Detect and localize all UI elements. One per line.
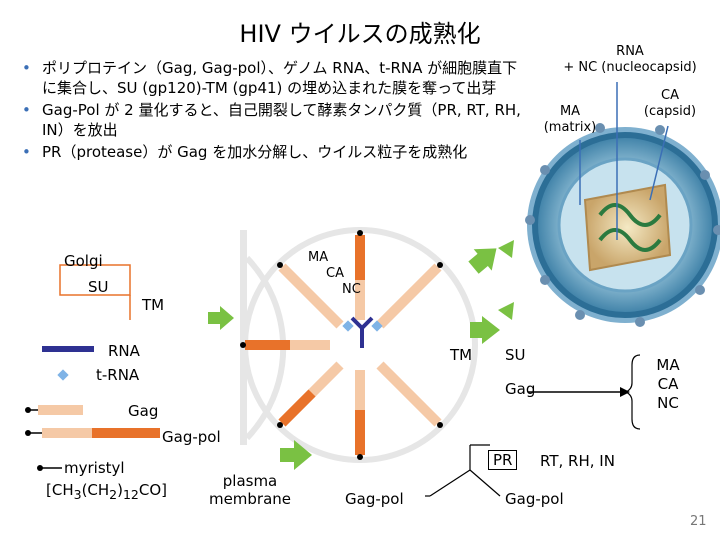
hiv-virion-illustration bbox=[525, 123, 720, 327]
myristyl-legend bbox=[37, 465, 62, 471]
particle-trna bbox=[342, 320, 354, 332]
golgi-label: Golgi bbox=[64, 252, 103, 270]
formula-part: [CH bbox=[46, 481, 74, 499]
rna-label: RNA bbox=[108, 342, 140, 360]
formula-part: CO] bbox=[138, 481, 168, 499]
plasma-line2: membrane bbox=[208, 490, 292, 508]
radial-gag-molecules bbox=[240, 230, 443, 460]
bullet-dot-icon: • bbox=[22, 59, 31, 77]
page-number: 21 bbox=[690, 514, 707, 529]
trna-label: t-RNA bbox=[96, 366, 140, 384]
arrow-to-virion bbox=[498, 302, 514, 320]
ca-line2: (capsid) bbox=[643, 104, 697, 119]
product-nc: NC bbox=[657, 394, 679, 412]
gagpol-left-label: Gag-pol bbox=[345, 490, 404, 508]
ca-pointer bbox=[649, 125, 669, 201]
formula-part: (CH bbox=[81, 481, 110, 499]
cleavage-gag-bar bbox=[528, 354, 641, 430]
formula-sub: 12 bbox=[122, 487, 139, 502]
particle-ma: MA bbox=[308, 250, 329, 265]
bullet-dot-icon: • bbox=[22, 143, 31, 161]
cleavage-gag-label: Gag bbox=[505, 380, 536, 398]
particle-ma-ca-nc: MA CA NC bbox=[300, 250, 380, 298]
particle-tm: TM bbox=[450, 346, 473, 364]
ca-label: CA (capsid) bbox=[640, 88, 700, 120]
rt-rh-in-label: RT, RH, IN bbox=[540, 452, 615, 470]
gagpol-right-label: Gag-pol bbox=[505, 490, 564, 508]
plasma-line1: plasma bbox=[222, 472, 278, 490]
cleavage-gagpol-bars bbox=[425, 444, 501, 497]
bullet-item: • Gag-Pol が 2 量化すると、自己開裂して酵素タンパク質（PR, RT… bbox=[22, 100, 532, 140]
pr-label: PR bbox=[488, 450, 518, 470]
bullet-text: Gag-Pol が 2 量化すると、自己開裂して酵素タンパク質（PR, RT, … bbox=[42, 101, 521, 139]
formula-sub: 2 bbox=[109, 487, 118, 502]
myristyl-label: myristyl bbox=[64, 459, 125, 477]
particle-ca: CA bbox=[326, 266, 344, 281]
myristyl-formula: [CH3(CH2)12CO] bbox=[46, 481, 167, 502]
rna-nc-label: RNA + NC (nucleocapsid) bbox=[560, 44, 700, 76]
bullet-list: • ポリプロテイン（Gag, Gag-pol）、ゲノム RNA、t-RNA が細… bbox=[22, 58, 522, 164]
rna-legend-bar bbox=[42, 346, 94, 352]
rna-nc-line2: + NC (nucleocapsid) bbox=[563, 60, 697, 75]
slide-title: HIV ウイルスの成熟化 bbox=[239, 20, 481, 48]
product-ma: MA bbox=[656, 356, 680, 374]
formula-part: ) bbox=[117, 481, 123, 499]
formula-sub: 3 bbox=[73, 487, 82, 502]
rna-nc-line1: RNA bbox=[616, 44, 644, 59]
ca-line1: CA bbox=[661, 88, 679, 103]
particle-rna bbox=[350, 316, 374, 348]
ma-line2: (matrix) bbox=[543, 120, 597, 135]
ma-line1: MA bbox=[559, 104, 581, 119]
gagpol-legend-bar bbox=[25, 428, 160, 438]
particle-su: SU bbox=[505, 346, 526, 364]
bullet-item: • ポリプロテイン（Gag, Gag-pol）、ゲノム RNA、t-RNA が細… bbox=[22, 58, 532, 98]
gag-legend-bar bbox=[25, 405, 83, 415]
particle-nc: NC bbox=[342, 282, 361, 297]
arrow-to-virion bbox=[498, 240, 514, 258]
green-arrows bbox=[208, 248, 500, 470]
trna-legend-diamond bbox=[57, 369, 69, 381]
product-ca: CA bbox=[657, 375, 679, 393]
particle-trna bbox=[371, 320, 383, 332]
bullet-text: ポリプロテイン（Gag, Gag-pol）、ゲノム RNA、t-RNA が細胞膜… bbox=[42, 59, 518, 97]
su-label: SU bbox=[88, 278, 109, 296]
bullet-dot-icon: • bbox=[22, 101, 31, 119]
gagpol-label: Gag-pol bbox=[162, 428, 221, 446]
bullet-text: PR（protease）が Gag を加水分解し、ウイルス粒子を成熟化 bbox=[42, 143, 468, 161]
ma-label: MA (matrix) bbox=[530, 104, 610, 136]
cleavage-products: MA CA NC bbox=[648, 356, 688, 413]
bullet-item: • PR（protease）が Gag を加水分解し、ウイルス粒子を成熟化 bbox=[22, 142, 532, 162]
tm-label: TM bbox=[142, 296, 165, 314]
gag-label: Gag bbox=[128, 402, 159, 420]
plasma-membrane-label: plasma membrane bbox=[205, 472, 295, 508]
golgi-membrane-box bbox=[59, 264, 131, 296]
